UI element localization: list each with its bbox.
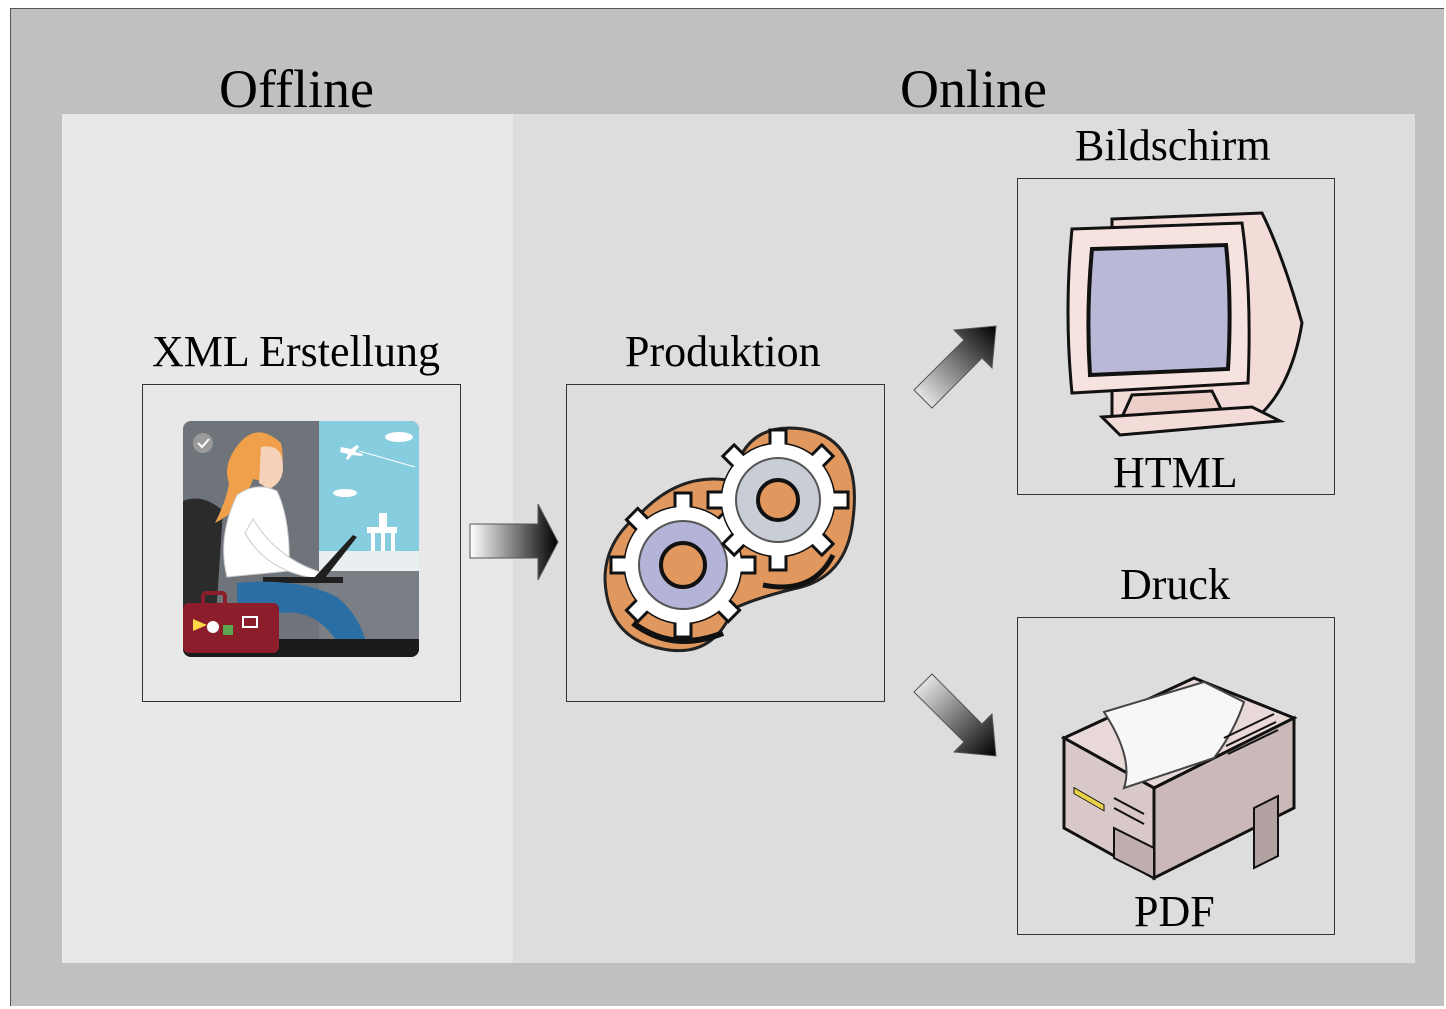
arrow-right-icon	[469, 503, 559, 581]
screen-format-label: HTML	[1113, 448, 1238, 497]
arrow-down-right-icon	[913, 673, 997, 757]
online-heading: Online	[900, 59, 1047, 119]
screen-label: Bildschirm	[1075, 121, 1271, 170]
arrow-up-right-icon	[913, 325, 997, 409]
print-box: PDF	[1017, 617, 1335, 935]
woman-laptop-icon	[183, 421, 419, 657]
print-label: Druck	[1120, 560, 1230, 609]
screen-box: HTML	[1017, 178, 1335, 495]
production-label: Produktion	[625, 327, 821, 376]
creation-label: XML Erstellung	[152, 327, 440, 376]
print-format-label: PDF	[1134, 887, 1215, 936]
monitor-icon	[1066, 211, 1304, 437]
production-box	[566, 384, 885, 702]
offline-heading: Offline	[219, 59, 374, 119]
creation-box	[142, 384, 461, 702]
gears-icon	[603, 426, 856, 653]
printer-icon	[1060, 676, 1298, 881]
